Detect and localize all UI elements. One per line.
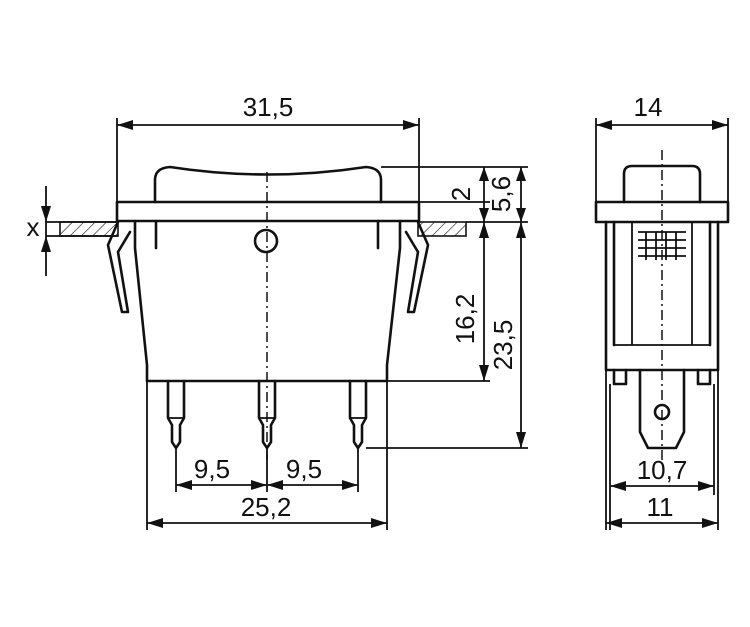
dim-width-overall: 31,5 [243,92,294,122]
dim-top-height: 5,6 [486,176,516,212]
dim-pin-pitch-right: 9,5 [286,454,322,484]
panel-section-right [417,221,467,237]
side-view [594,150,730,460]
dim-rocker-height: 2 [446,187,476,201]
dimensions-side: 14 10,7 11 [595,92,729,530]
flange [115,200,421,223]
panel-section-left [59,221,119,237]
dim-total-height: 23,5 [488,320,518,371]
side-flange [594,200,730,224]
dim-body-height: 16,2 [450,294,480,345]
snap-spring-left [106,220,132,314]
terminal-right [348,379,368,450]
dim-side-width: 14 [634,92,663,122]
dim-body-width: 25,2 [241,492,292,522]
dim-panel-thickness: x [27,212,40,242]
dim-side-base-width: 11 [647,492,674,522]
front-view [59,165,467,460]
side-terminal [638,368,686,450]
dim-terminal-width: 10,7 [637,455,688,485]
terminal-left [166,379,186,450]
snap-spring-right [404,220,430,314]
dimensions-front: 31,5 x 2 5,6 16,2 23,5 [27,92,528,530]
dim-pin-pitch-left: 9,5 [194,454,230,484]
rocker-actuator [153,165,383,204]
center-mark [253,228,279,254]
